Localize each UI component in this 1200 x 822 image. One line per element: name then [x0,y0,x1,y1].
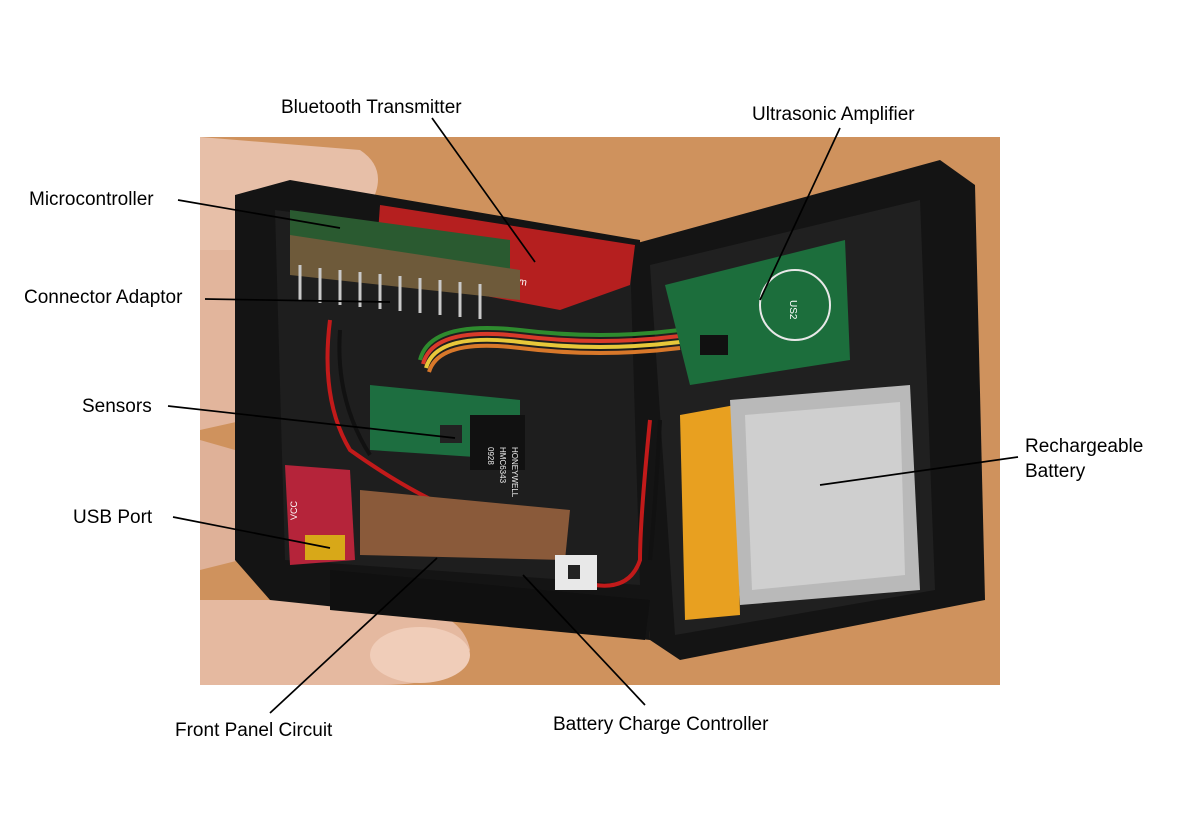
ultrasonic-board: US2 [665,240,850,385]
sensors-board: HONEYWELL HMC6343 0928 [370,385,525,498]
ribbon-cable [418,326,681,373]
leader-lines [167,117,1019,714]
microcontroller-board [290,210,520,300]
label-rechargeable-battery: Rechargeable Battery [1025,434,1143,484]
usb-board: VCC [285,465,355,565]
svg-text:US2: US2 [787,300,798,320]
label-rechargeable-battery-line1: Rechargeable [1025,436,1144,457]
svg-text:HMC6343: HMC6343 [498,447,507,484]
battery [680,385,920,620]
svg-text:VCC: VCC [289,500,299,520]
svg-text:0928: 0928 [486,447,495,465]
battery-charge-controller [555,555,597,590]
label-battery-charge-controller: Battery Charge Controller [553,714,769,735]
svg-text:HONEYWELL: HONEYWELL [510,447,519,498]
label-microcontroller: Microcontroller [29,189,154,210]
label-ultrasonic-amplifier: Ultrasonic Amplifier [752,104,915,125]
label-sensors: Sensors [82,396,152,417]
label-front-panel-circuit: Front Panel Circuit [175,720,333,741]
label-connector-adaptor: Connector Adaptor [24,287,183,308]
label-rechargeable-battery-line2: Battery [1025,461,1086,482]
label-usb-port: USB Port [73,507,153,528]
label-bluetooth-transmitter: Bluetooth Transmitter [281,97,462,118]
front-panel-circuit [330,490,650,640]
